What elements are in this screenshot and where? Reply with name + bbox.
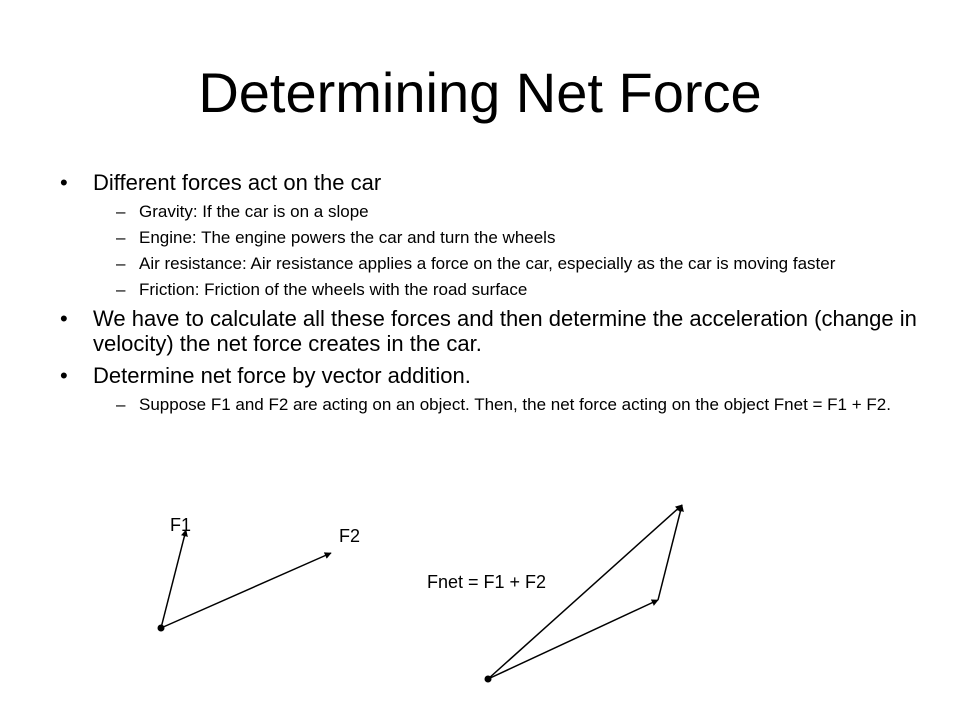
- sub-item-gravity: – Gravity: If the car is on a slope: [60, 202, 920, 221]
- dash-marker: –: [116, 228, 126, 247]
- bullet-item-calculate: • We have to calculate all these forces …: [60, 306, 920, 356]
- bullet-text: Different forces act on the car: [93, 170, 382, 195]
- sub-item-friction: – Friction: Friction of the wheels with …: [60, 280, 920, 299]
- sub-item-text: Gravity: If the car is on a slope: [139, 202, 369, 221]
- sub-item-engine: – Engine: The engine powers the car and …: [60, 228, 920, 247]
- bullet-item-vector-addition: • Determine net force by vector addition…: [60, 363, 920, 388]
- bullet-marker: •: [60, 363, 68, 388]
- dash-marker: –: [116, 395, 126, 414]
- vector-fnet: [487, 504, 683, 680]
- bullet-text: Determine net force by vector addition.: [93, 363, 471, 388]
- label-f1: F1: [170, 515, 191, 535]
- vector-f2-right: [487, 599, 659, 680]
- sub-item-text: Air resistance: Air resistance applies a…: [139, 254, 836, 273]
- bullet-marker: •: [60, 306, 68, 331]
- sub-item-text: Suppose F1 and F2 are acting on an objec…: [139, 395, 891, 414]
- bullet-item-forces: • Different forces act on the car: [60, 170, 920, 195]
- slide-title: Determining Net Force: [198, 61, 762, 124]
- dash-marker: –: [116, 280, 126, 299]
- label-f2: F2: [339, 526, 360, 546]
- sub-item-text: Friction: Friction of the wheels with th…: [139, 280, 528, 299]
- bullet-marker: •: [60, 170, 68, 195]
- vector-f1-left: [160, 529, 188, 629]
- label-fnet: Fnet = F1 + F2: [427, 572, 546, 592]
- vector-f1-right: [657, 504, 684, 601]
- dash-marker: –: [116, 202, 126, 221]
- dash-marker: –: [116, 254, 126, 273]
- bullet-text: We have to calculate all these forces an…: [93, 306, 917, 356]
- sub-item-text: Engine: The engine powers the car and tu…: [139, 228, 556, 247]
- bullet-list: • Different forces act on the car – Grav…: [60, 170, 920, 421]
- sub-item-air-resistance: – Air resistance: Air resistance applies…: [60, 254, 920, 273]
- vector-f2-left: [160, 552, 332, 629]
- sub-item-suppose: – Suppose F1 and F2 are acting on an obj…: [60, 395, 920, 414]
